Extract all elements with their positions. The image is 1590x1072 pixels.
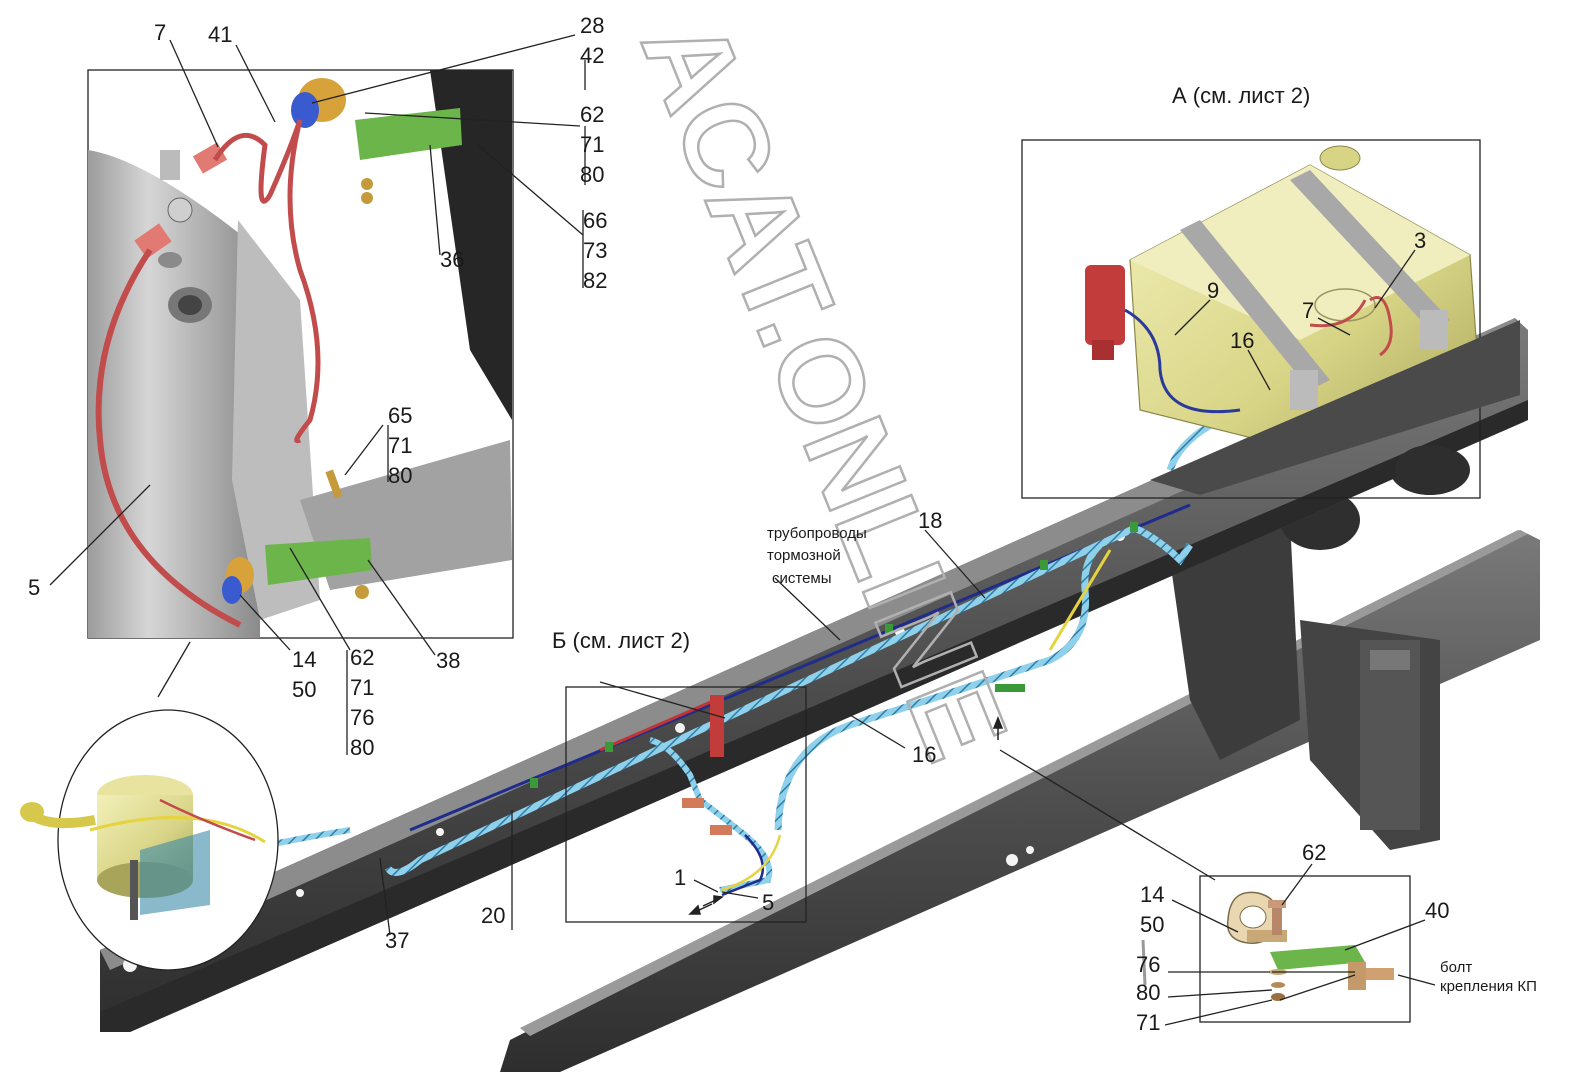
callout-28: 28 [580, 13, 604, 38]
callout-14-detail: 14 [1140, 882, 1164, 907]
callout-5-b: 5 [762, 890, 774, 915]
view-a-frame [1021, 139, 1520, 499]
callout-73: 73 [583, 238, 607, 263]
callout-9: 9 [1207, 278, 1219, 303]
hose-7 [212, 119, 303, 204]
annotation-gearbox-bolt-1: болт [1440, 959, 1472, 976]
callout-62-detail: 62 [1302, 840, 1326, 865]
callout-62-bottom: 62 [350, 645, 374, 670]
fuel-filter [1085, 265, 1125, 345]
callout-76-bottom: 76 [350, 705, 374, 730]
receiver-cylinder [88, 150, 260, 638]
callout-37: 37 [385, 928, 409, 953]
callout-7-a: 7 [1302, 298, 1314, 323]
callout-80-mid: 80 [388, 463, 412, 488]
callout-1: 1 [674, 865, 686, 890]
callout-16-a: 16 [1230, 328, 1254, 353]
gearbox-bolt [1348, 962, 1366, 990]
callout-80-detail: 80 [1136, 980, 1160, 1005]
callout-16-main: 16 [912, 742, 936, 767]
hose-5 [95, 248, 242, 628]
callout-40: 40 [1425, 898, 1449, 923]
callout-80-top: 80 [580, 162, 604, 187]
callout-5-left: 5 [28, 575, 40, 600]
annotation-brake-lines-1: трубопроводы [767, 525, 867, 542]
callout-62-top: 62 [580, 102, 604, 127]
callout-14-left: 14 [292, 647, 316, 672]
hose-b-yellow [721, 834, 782, 892]
inset-top-left [87, 69, 514, 639]
callout-76-detail: 76 [1136, 952, 1160, 977]
callout-7: 7 [154, 20, 166, 45]
callout-20: 20 [481, 903, 505, 928]
direction-arrows [688, 715, 1004, 915]
labels: А (см. лист 2) Б (см. лист 2) трубопрово… [28, 13, 1537, 1035]
callout-3: 3 [1414, 228, 1426, 253]
callout-65: 65 [388, 403, 412, 428]
detail-bottom-right [1141, 875, 1411, 1023]
callout-80-bottom: 80 [350, 735, 374, 760]
bracket-40 [1270, 945, 1365, 970]
annotation-gearbox-bolt-2: крепления КП [1440, 978, 1537, 995]
view-a-title: А (см. лист 2) [1172, 83, 1310, 108]
callout-36: 36 [440, 247, 464, 272]
callout-18: 18 [918, 508, 942, 533]
brake-line-red [599, 696, 721, 752]
bracket-36 [355, 108, 462, 160]
hose-yellow [1048, 549, 1112, 651]
callout-82: 82 [583, 268, 607, 293]
callout-38: 38 [436, 648, 460, 673]
view-b-title: Б (см. лист 2) [552, 628, 690, 653]
callout-71-mid: 71 [388, 433, 412, 458]
callout-71-detail: 71 [1136, 1010, 1160, 1035]
callout-71-top: 71 [580, 132, 604, 157]
hose-main-inset [287, 119, 321, 444]
magnifier-detail [20, 641, 279, 971]
callout-42: 42 [580, 43, 604, 68]
callout-50-left: 50 [292, 677, 316, 702]
leader-lines [49, 34, 1436, 1026]
callout-66: 66 [583, 208, 607, 233]
view-b-frame [565, 686, 807, 923]
annotation-brake-lines-2: тормозной [767, 547, 841, 564]
hose-b-blue [721, 834, 765, 897]
callout-50-detail: 50 [1140, 912, 1164, 937]
callout-71-bottom: 71 [350, 675, 374, 700]
callout-41: 41 [208, 22, 232, 47]
annotation-brake-lines-3: системы [772, 570, 832, 587]
